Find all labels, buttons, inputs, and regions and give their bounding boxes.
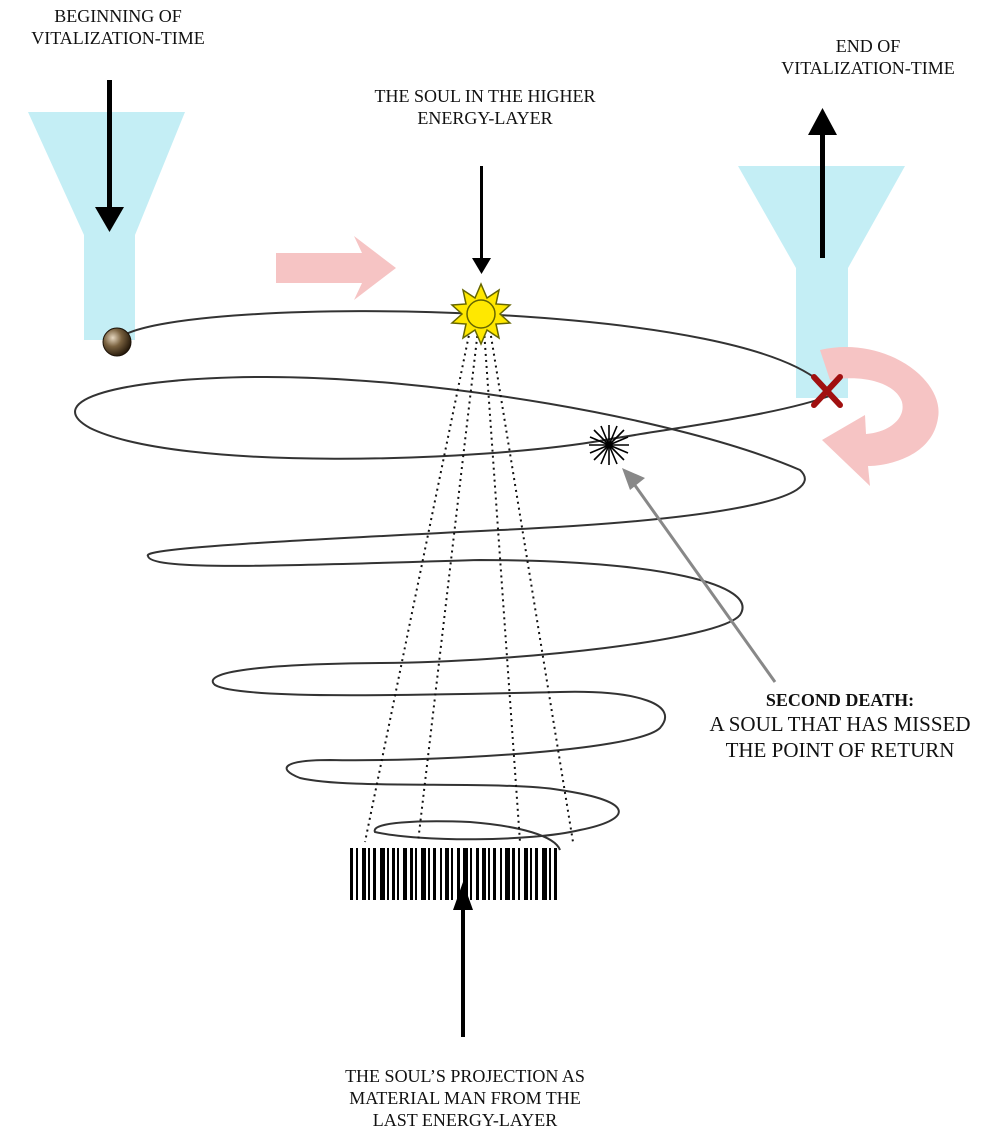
barcode-bar	[535, 848, 538, 900]
barcode-bar	[445, 848, 449, 900]
arrow-end	[808, 108, 837, 258]
label-second-death: SECOND DEATH: A SOUL THAT HAS MISSED THE…	[690, 690, 990, 763]
barcode-bar	[350, 848, 353, 900]
label-beginning: BEGINNING OF VITALIZATION-TIME	[18, 6, 218, 50]
barcode-bar	[428, 848, 430, 900]
barcode-bar	[356, 848, 358, 900]
barcode-bar	[397, 848, 399, 900]
cross-icon	[811, 374, 843, 408]
starburst-icon	[589, 425, 629, 465]
label-projection: THE SOUL’S PROJECTION AS MATERIAL MAN FR…	[305, 1066, 625, 1132]
projection-line-left-inner	[417, 329, 479, 843]
sun-icon	[450, 282, 512, 346]
barcode-bar	[415, 848, 417, 900]
barcode-bar	[505, 848, 510, 900]
label-soul-higher: THE SOUL IN THE HIGHER ENERGY-LAYER	[360, 86, 610, 130]
barcode-bar	[512, 848, 515, 900]
right-funnel	[738, 166, 905, 398]
label-beginning-line-1: BEGINNING OF	[54, 6, 182, 26]
barcode-bar	[518, 848, 520, 900]
label-second-death-title: SECOND DEATH:	[765, 690, 915, 710]
projection-line-right-inner	[483, 329, 521, 843]
barcode-bar	[403, 848, 407, 900]
barcode-bar	[542, 848, 547, 900]
label-soul-higher-line-2: ENERGY-LAYER	[417, 107, 553, 128]
label-end-line-1: END OF	[835, 36, 901, 56]
label-projection-line-3: LAST ENERGY-LAYER	[372, 1109, 558, 1130]
barcode-bar	[410, 848, 413, 900]
barcode-icon	[350, 848, 557, 900]
barcode-bar	[362, 848, 366, 900]
arrow-projection	[453, 882, 473, 1037]
barcode-bar	[493, 848, 496, 900]
barcode-bar	[463, 848, 468, 900]
projection-line-left-outer	[364, 329, 471, 843]
flow-arrow-right	[276, 236, 396, 300]
barcode-bar	[368, 848, 370, 900]
barcode-bar	[500, 848, 502, 900]
label-second-death-line-2: THE POINT OF RETURN	[725, 737, 955, 762]
spiral-path	[74, 310, 834, 851]
label-end-line-2: VITALIZATION-TIME	[781, 57, 955, 78]
barcode-bar	[530, 848, 532, 900]
arrow-second-death-pointer	[622, 468, 777, 683]
barcode-bar	[549, 848, 551, 900]
barcode-bar	[421, 848, 426, 900]
label-end: END OF VITALIZATION-TIME	[758, 36, 978, 80]
barcode-bar	[482, 848, 486, 900]
barcode-bar	[457, 848, 460, 900]
barcode-bar	[380, 848, 385, 900]
label-beginning-line-2: VITALIZATION-TIME	[31, 27, 205, 48]
barcode-bar	[524, 848, 528, 900]
barcode-bar	[476, 848, 479, 900]
barcode-bar	[451, 848, 453, 900]
barcode-bar	[387, 848, 389, 900]
barcode-bar	[392, 848, 395, 900]
arrow-beginning	[95, 80, 124, 232]
barcode-bar	[470, 848, 472, 900]
label-projection-line-1: THE SOUL’S PROJECTION AS	[345, 1066, 585, 1086]
barcode-bar	[373, 848, 376, 900]
barcode-bar	[433, 848, 436, 900]
soul-ball-icon	[102, 327, 132, 357]
barcode-bar	[488, 848, 490, 900]
barcode-bar	[554, 848, 557, 900]
label-projection-line-2: MATERIAL MAN FROM THE	[349, 1087, 581, 1108]
arrow-soul-higher	[472, 166, 491, 274]
projection-line-right-outer	[489, 329, 574, 843]
label-second-death-line-1: A SOUL THAT HAS MISSED	[709, 711, 971, 736]
label-soul-higher-line-1: THE SOUL IN THE HIGHER	[374, 86, 596, 106]
barcode-bar	[440, 848, 442, 900]
return-arrow-curved	[820, 347, 939, 486]
